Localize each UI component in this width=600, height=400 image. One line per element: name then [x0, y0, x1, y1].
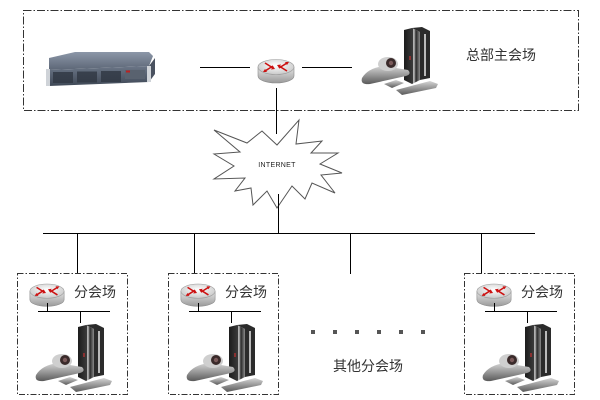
hq-video-terminal-icon: [361, 27, 438, 95]
headquarters-label: 总部主会场: [466, 48, 536, 64]
internet-label: INTERNET: [258, 162, 296, 169]
branch-site-2: 分会场: [168, 273, 279, 395]
branch-boundary: [17, 273, 128, 395]
branch-label: 分会场: [74, 285, 116, 301]
headquarters-boundary: [23, 10, 579, 111]
ellipsis-dots: [311, 330, 425, 334]
branch-label: 分会场: [521, 285, 563, 301]
mcu-server-icon: [46, 52, 155, 86]
ellipsis-dot: [355, 330, 359, 334]
internet-cloud: INTERNET: [212, 118, 343, 209]
branch-site-1: 分会场: [17, 273, 128, 395]
branch-video-terminal-icon: [482, 324, 559, 392]
hq-router-icon: [257, 58, 295, 84]
branch-boundary: [464, 273, 575, 395]
ellipsis-dot: [399, 330, 403, 334]
ellipsis-dot: [311, 330, 315, 334]
branch-label: 分会场: [225, 285, 267, 301]
branch-site-3: 分会场: [464, 273, 575, 395]
ellipsis-dot: [377, 330, 381, 334]
branch-video-terminal-icon: [35, 324, 112, 392]
headquarters-group: 总部主会场: [23, 10, 579, 111]
branch-boundary: [168, 273, 279, 395]
other-branches: 其他分会场: [311, 330, 425, 375]
internet-starburst-icon: [212, 118, 343, 209]
branch-video-terminal-icon: [186, 324, 263, 392]
other-branches-label: 其他分会场: [333, 359, 403, 375]
ellipsis-dot: [333, 330, 337, 334]
ellipsis-dot: [421, 330, 425, 334]
